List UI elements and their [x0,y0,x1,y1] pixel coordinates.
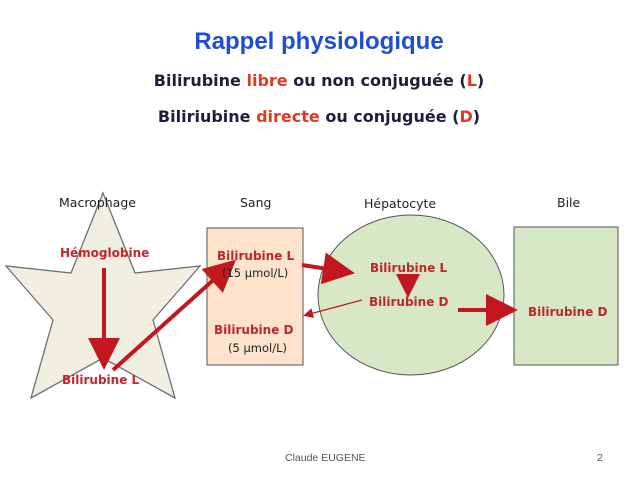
arrow-sang-to-hepatocyte [301,252,355,285]
slide-title: Rappel physiologique [194,28,444,55]
sang-bilirubine-d-value: (5 µmol/L) [228,341,287,355]
column-hepatocyte: Hépatocyte [364,196,437,211]
footer-page-number: 2 [597,452,603,464]
macrophage-bilirubine-l-label: Bilirubine L [62,373,140,387]
subtitle-1-post: ) [476,71,485,90]
sang-box [206,227,304,366]
sang-bilirubine-l-label: Bilirubine L [217,249,295,263]
subtitle-2-pre: Biliriubine [157,107,257,126]
arrow-hepatocyte-to-sang [303,299,363,319]
footer-author: Claude EUGENE [285,452,366,464]
column-bile: Bile [557,195,581,210]
subtitle-2-letter: D [459,107,473,126]
subtitle-2-highlight: directe [256,107,320,126]
arrow-macrophage-to-sang [111,259,236,372]
subtitle-1-highlight: libre [246,71,288,90]
subtitle-1-mid: ou non conjuguée ( [287,71,467,90]
bile-bilirubine-d-label: Bilirubine D [528,305,608,319]
subtitle-2-mid: ou conjuguée ( [319,107,460,126]
subtitle-1-letter: L [466,71,477,90]
column-macrophage: Macrophage [59,195,136,210]
sang-bilirubine-l-value: (15 µmol/L) [222,266,289,280]
bile-box [513,226,619,366]
subtitle-1-pre: Bilirubine [153,71,247,90]
hepatocyte-bilirubine-d-label: Bilirubine D [369,295,449,309]
subtitle-line-1: Bilirubine libre ou non conjuguée (L) [0,71,638,90]
macrophage-hemoglobine-label: Hémoglobine [60,246,150,260]
subtitle-2-post: ) [472,107,481,126]
column-sang: Sang [240,195,272,210]
subtitle-line-2: Biliriubine directe ou conjuguée (D) [0,107,638,126]
hepatocyte-bilirubine-l-label: Bilirubine L [370,261,448,275]
sang-bilirubine-d-label: Bilirubine D [214,323,294,337]
